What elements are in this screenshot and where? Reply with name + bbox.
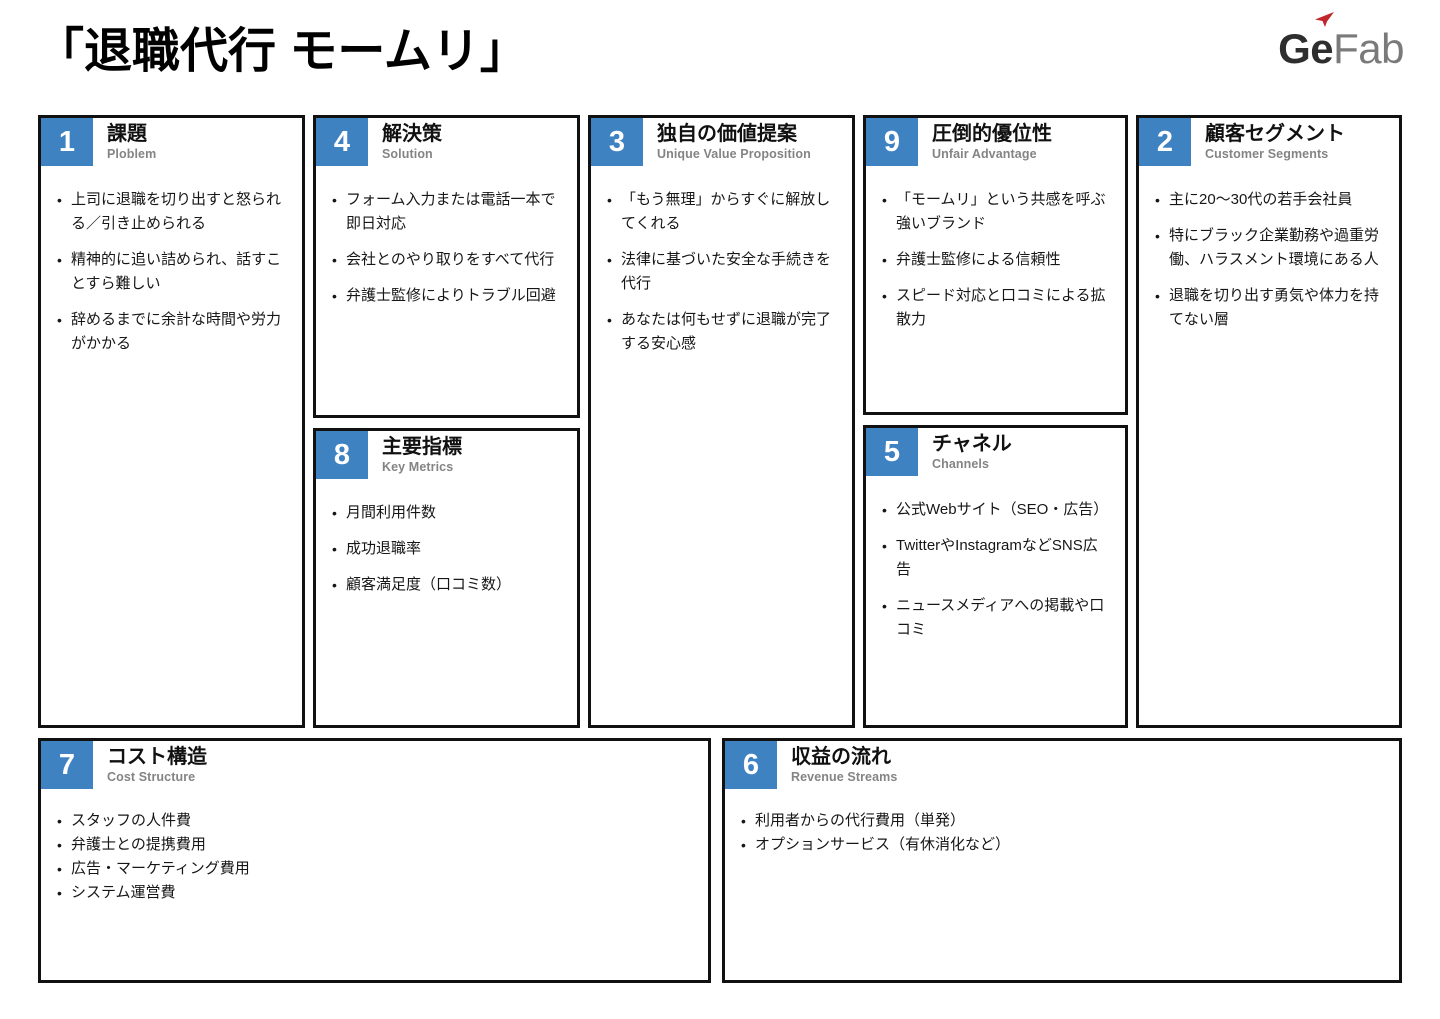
page-title: 「退職代行 モームリ」 [36,25,528,78]
list-item: 上司に退職を切り出すと怒られる／引き止められる [55,188,286,236]
list-item: スタッフの人件費 [55,809,692,833]
panel-number-badge: 2 [1139,118,1191,166]
panel-bullet-list: 主に20〜30代の若手会社員 特にブラック企業勤務や過重労働、ハラスメント環境に… [1139,166,1399,354]
panel-title-en: Ploblem [107,147,157,161]
list-item: 弁護士との提携費用 [55,833,692,857]
list-item: 特にブラック企業勤務や過重労働、ハラスメント環境にある人 [1153,224,1383,272]
panel-title-group: 顧客セグメント Customer Segments [1191,118,1345,166]
list-item: フォーム入力または電話一本で即日対応 [330,188,561,236]
list-item: 「モームリ」という共感を呼ぶ強いブランド [880,188,1109,236]
panel-header: 2 顧客セグメント Customer Segments [1139,118,1399,166]
panel-title-group: 主要指標 Key Metrics [368,431,462,479]
panel-revenue-streams: 6 収益の流れ Revenue Streams 利用者からの代行費用（単発） オ… [722,738,1402,983]
list-item: スピード対応と口コミによる拡散力 [880,284,1109,332]
list-item: 法律に基づいた安全な手続きを代行 [605,248,836,296]
list-item: TwitterやInstagramなどSNS広告 [880,534,1109,582]
list-item: あなたは何もせずに退職が完了する安心感 [605,308,836,356]
panel-title-ja: チャネル [932,433,1012,455]
panel-bullet-list: 「モームリ」という共感を呼ぶ強いブランド 弁護士監修による信頼性 スピード対応と… [866,166,1125,354]
panel-title-ja: 圧倒的優位性 [932,123,1052,145]
paper-plane-icon [1315,12,1335,27]
panel-title-group: 解決策 Solution [368,118,442,166]
list-item: 弁護士監修によりトラブル回避 [330,284,561,308]
list-item: 退職を切り出す勇気や体力を持てない層 [1153,284,1383,332]
list-item: 公式Webサイト（SEO・広告） [880,498,1109,522]
panel-number-badge: 7 [41,741,93,789]
panel-header: 9 圧倒的優位性 Unfair Advantage [866,118,1125,166]
panel-number-badge: 8 [316,431,368,479]
panel-key-metrics: 8 主要指標 Key Metrics 月間利用件数 成功退職率 顧客満足度（口コ… [313,428,580,728]
panel-header: 5 チャネル Channels [866,428,1125,476]
page-header: 「退職代行 モームリ」 Ge Fab [0,0,1440,110]
panel-title-ja: 解決策 [382,123,442,145]
list-item: 辞めるまでに余計な時間や労力がかかる [55,308,286,356]
list-item: 精神的に追い詰められ、話すことすら難しい [55,248,286,296]
list-item: ニュースメディアへの掲載や口コミ [880,594,1109,642]
panel-header: 6 収益の流れ Revenue Streams [725,741,1399,789]
panel-bullet-list: フォーム入力または電話一本で即日対応 会社とのやり取りをすべて代行 弁護士監修に… [316,166,577,330]
panel-title-en: Key Metrics [382,460,454,474]
panel-title-group: 独自の価値提案 Unique Value Proposition [643,118,811,166]
list-item: 広告・マーケティング費用 [55,857,692,881]
panel-title-en: Customer Segments [1205,147,1329,161]
panel-title-en: Channels [932,457,990,471]
panel-header: 3 独自の価値提案 Unique Value Proposition [591,118,852,166]
panel-bullet-list: 「もう無理」からすぐに解放してくれる 法律に基づいた安全な手続きを代行 あなたは… [591,166,852,378]
panel-bullet-list: 上司に退職を切り出すと怒られる／引き止められる 精神的に追い詰められ、話すことす… [41,166,302,378]
panel-bullet-list: 利用者からの代行費用（単発） オプションサービス（有休消化など） [725,789,1399,867]
list-item: 顧客満足度（口コミ数） [330,573,561,597]
panel-unfair-advantage: 9 圧倒的優位性 Unfair Advantage 「モームリ」という共感を呼ぶ… [863,115,1128,415]
panel-number-badge: 9 [866,118,918,166]
panel-title-group: 課題 Ploblem [93,118,156,166]
panel-title-en: Unique Value Proposition [657,147,811,161]
panel-bullet-list: 公式Webサイト（SEO・広告） TwitterやInstagramなどSNS広… [866,476,1125,664]
logo-secondary-label: Fab [1333,25,1404,72]
logo-primary-label: Ge [1278,25,1334,72]
panel-customer-segments: 2 顧客セグメント Customer Segments 主に20〜30代の若手会… [1136,115,1402,728]
panel-title-group: コスト構造 Cost Structure [93,741,207,789]
panel-header: 4 解決策 Solution [316,118,577,166]
panel-number-badge: 1 [41,118,93,166]
panel-channels: 5 チャネル Channels 公式Webサイト（SEO・広告） Twitter… [863,425,1128,728]
panel-title-group: 収益の流れ Revenue Streams [777,741,897,789]
list-item: 利用者からの代行費用（単発） [739,809,1383,833]
panel-title-en: Cost Structure [107,770,196,784]
panel-number-badge: 5 [866,428,918,476]
panel-header: 8 主要指標 Key Metrics [316,431,577,479]
panel-title-group: 圧倒的優位性 Unfair Advantage [918,118,1052,166]
panel-title-ja: 独自の価値提案 [657,123,797,145]
panel-header: 1 課題 Ploblem [41,118,302,166]
panel-title-en: Unfair Advantage [932,147,1037,161]
list-item: 主に20〜30代の若手会社員 [1153,188,1383,212]
panel-bullet-list: 月間利用件数 成功退職率 顧客満足度（口コミ数） [316,479,577,619]
list-item: 成功退職率 [330,537,561,561]
list-item: 月間利用件数 [330,501,561,525]
panel-number-badge: 3 [591,118,643,166]
panel-title-group: チャネル Channels [918,428,1012,476]
panel-number-badge: 4 [316,118,368,166]
panel-title-ja: 顧客セグメント [1205,123,1345,145]
panel-title-en: Revenue Streams [791,770,898,784]
logo-primary-text: Ge [1278,12,1335,73]
panel-number-badge: 6 [725,741,777,789]
list-item: 会社とのやり取りをすべて代行 [330,248,561,272]
panel-title-ja: 課題 [107,123,147,145]
panel-title-ja: コスト構造 [107,746,207,768]
list-item: 弁護士監修による信頼性 [880,248,1109,272]
list-item: システム運営費 [55,881,692,905]
panel-solution: 4 解決策 Solution フォーム入力または電話一本で即日対応 会社とのやり… [313,115,580,418]
panel-title-en: Solution [382,147,433,161]
panel-problem: 1 課題 Ploblem 上司に退職を切り出すと怒られる／引き止められる 精神的… [38,115,305,728]
panel-bullet-list: スタッフの人件費 弁護士との提携費用 広告・マーケティング費用 システム運営費 [41,789,708,915]
panel-title-ja: 収益の流れ [791,746,891,768]
panel-cost-structure: 7 コスト構造 Cost Structure スタッフの人件費 弁護士との提携費… [38,738,711,983]
panel-unique-value-proposition: 3 独自の価値提案 Unique Value Proposition 「もう無理… [588,115,855,728]
panel-title-ja: 主要指標 [382,436,462,458]
panel-header: 7 コスト構造 Cost Structure [41,741,708,789]
list-item: 「もう無理」からすぐに解放してくれる [605,188,836,236]
brand-logo: Ge Fab [1278,12,1404,73]
list-item: オプションサービス（有休消化など） [739,833,1383,857]
